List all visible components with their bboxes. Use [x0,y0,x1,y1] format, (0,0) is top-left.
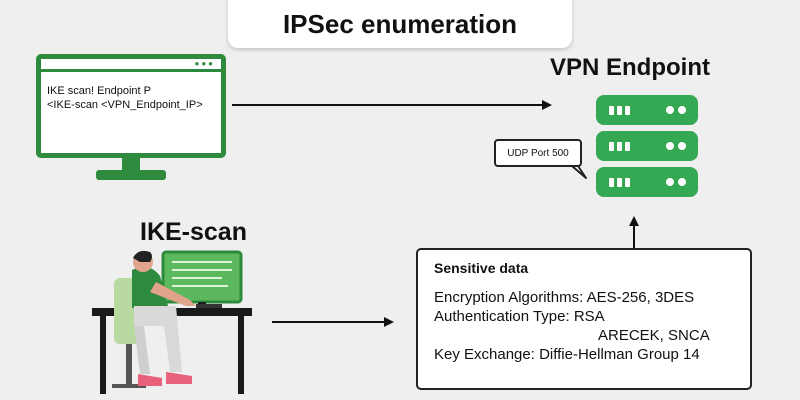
server-stack-icon [596,95,698,197]
monitor-stand-neck [122,158,140,172]
sensitive-row-encryption: Encryption Algorithms: AES-256, 3DES [434,289,695,306]
sensitive-row-key-exchange: Key Exchange: Diffie-Hellman Group 14 [434,346,700,363]
sensitive-row-auth-extra: ARECEK, SNCA [598,327,710,344]
monitor-stand-base [96,170,166,180]
udp-port-bubble: UDP Port 500 [494,139,582,167]
terminal-monitor: ●●● IKE scan! Endpoint P <IKE-scan <VPN_… [36,54,226,158]
vpn-endpoint-label: VPN Endpoint [550,54,710,81]
sensitive-row-auth: Authentication Type: RSA [434,308,605,325]
title-card: IPSec enumeration [228,0,572,48]
sensitive-data-heading: Sensitive data [434,260,529,276]
page-title: IPSec enumeration [282,9,518,39]
terminal-line-1: IKE scan! Endpoint P [47,85,151,97]
terminal-title-bar: ●●● [41,59,221,72]
ike-scan-label: IKE-scan [140,218,247,246]
sensitive-data-box: Sensitive data Encryption Algorithms: AE… [416,248,752,390]
terminal-line-2: <IKE-scan <VPN_Endpoint_IP> [47,99,203,111]
person-at-desk-illustration [92,250,252,394]
window-controls-icon: ●●● [194,59,215,68]
bubble-tail-icon [571,165,587,179]
